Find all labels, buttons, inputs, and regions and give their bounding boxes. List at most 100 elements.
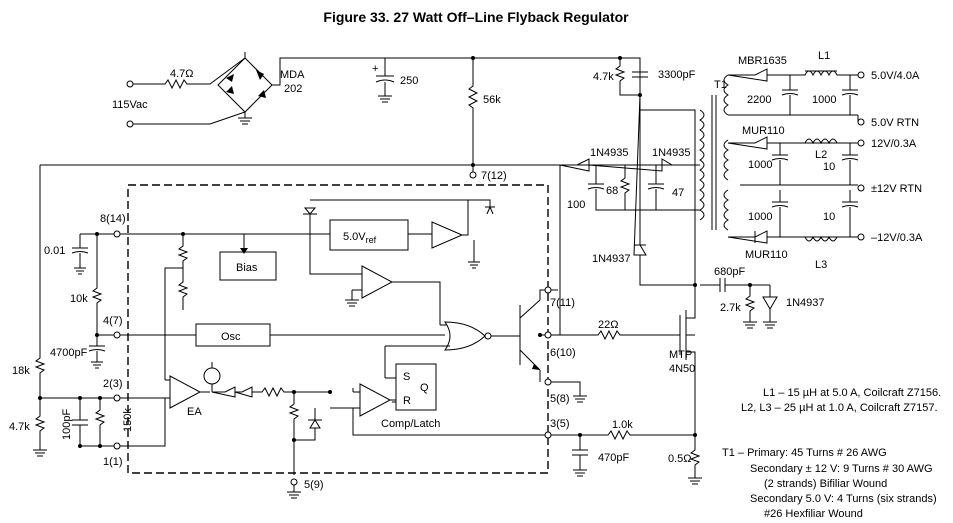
svg-text:+: + xyxy=(372,63,378,75)
vref-label: 5.0Vref xyxy=(343,231,377,245)
pin-6-10: 6(10) xyxy=(550,347,576,359)
svg-text:680pF: 680pF xyxy=(714,266,745,278)
svg-text:4.7k: 4.7k xyxy=(593,71,614,83)
svg-text:22Ω: 22Ω xyxy=(598,319,618,331)
svg-text:1000: 1000 xyxy=(748,211,772,223)
current-comparator xyxy=(330,383,548,436)
svg-text:Q: Q xyxy=(420,382,429,394)
svg-text:Secondary ± 12 V: 9 Turns # 30: Secondary ± 12 V: 9 Turns # 30 AWG xyxy=(750,463,933,475)
pin-8-14: 8(14) xyxy=(100,213,126,225)
svg-text:L1 – 15 µH at 5.0 A, Coilcraft: L1 – 15 µH at 5.0 A, Coilcraft Z7156. xyxy=(763,387,941,399)
bridge-label-2: 202 xyxy=(284,83,302,95)
vref-block: 5.0Vref xyxy=(120,199,495,269)
svg-text:L1: L1 xyxy=(818,50,830,62)
svg-text:68: 68 xyxy=(606,185,618,197)
bulk-capacitor: + 250 xyxy=(372,58,418,103)
svg-text:#26 Hexfiliar Wound: #26 Hexfiliar Wound xyxy=(764,508,863,520)
svg-text:5.0V/4.0A: 5.0V/4.0A xyxy=(871,70,920,82)
pin-3-5: 3(5) xyxy=(550,418,570,430)
svg-text:L2, L3 – 25 µH at 1.0 A, Coilc: L2, L3 – 25 µH at 1.0 A, Coilcraft Z7157… xyxy=(741,402,938,414)
aux-supply: 1N4935 1N4935 100 68 47 xyxy=(559,147,700,211)
figure-title: Figure 33. 27 Watt Off–Line Flyback Regu… xyxy=(323,9,629,25)
svg-text:T1: T1 xyxy=(714,79,727,91)
error-amplifier: EA 5(9) xyxy=(120,362,332,499)
svg-text:10: 10 xyxy=(823,161,835,173)
svg-text:L3: L3 xyxy=(815,259,827,271)
svg-text:150k: 150k xyxy=(122,408,134,432)
svg-text:L2: L2 xyxy=(815,149,827,161)
svg-text:1N4937: 1N4937 xyxy=(786,297,825,309)
oscillator-block: Osc xyxy=(120,323,445,347)
svg-text:1N4935: 1N4935 xyxy=(590,147,629,159)
output-5v: MBR1635 L1 2200 1000 5.0V/4.0A 5.0V RTN xyxy=(727,50,920,129)
transformer-t1: T1 xyxy=(699,74,729,231)
svg-text:MUR110: MUR110 xyxy=(742,125,785,137)
pin-1-1: 1(1) xyxy=(103,456,123,468)
left-externals: 0.01 10k 4700pF 18k 4.7k 100pF 150k xyxy=(9,165,134,457)
svg-text:100: 100 xyxy=(567,199,585,211)
svg-text:±12V RTN: ±12V RTN xyxy=(871,183,922,195)
svg-text:MTP: MTP xyxy=(669,349,692,361)
pin-7-12: 7(12) xyxy=(481,170,507,182)
current-sense: 3(5) 1.0k 470pF 0.5Ω xyxy=(544,418,702,485)
output-neg12v: 1000 10 MUR110 L3 –12V/0.3A xyxy=(727,190,923,271)
power-mosfet: 22Ω MTP 4N50 xyxy=(551,283,697,435)
svg-text:12V/0.3A: 12V/0.3A xyxy=(871,138,917,150)
uvlo-comparator xyxy=(309,234,441,325)
pin-5-8: 5(8) xyxy=(550,393,570,405)
svg-text:10k: 10k xyxy=(70,293,88,305)
pin-7-11: 7(11) xyxy=(550,297,575,309)
osc-label: Osc xyxy=(221,331,241,343)
inductor-notes: L1 – 15 µH at 5.0 A, Coilcraft Z7156. L2… xyxy=(741,387,941,414)
bias-label: Bias xyxy=(236,262,258,274)
transformer-notes: T1 – Primary: 45 Turns # 26 AWG Secondar… xyxy=(722,447,937,520)
logic-output-stage: 7(11) 6(10) 5(8) xyxy=(384,165,587,405)
input-voltage-label: 115Vac xyxy=(112,99,148,111)
svg-text:Secondary 5.0 V: 4 Turns (six: Secondary 5.0 V: 4 Turns (six strands) xyxy=(750,493,937,505)
input-resistor-label: 4.7Ω xyxy=(170,68,194,80)
svg-text:(2 strands) Bifiliar Wound: (2 strands) Bifiliar Wound xyxy=(764,478,887,490)
svg-text:4700pF: 4700pF xyxy=(50,347,88,359)
svg-text:0.01: 0.01 xyxy=(44,245,65,257)
startup-resistor: 56k xyxy=(467,56,501,165)
ea-label: EA xyxy=(187,406,202,418)
primary-side: 4.7k 3300pF 1N4937 680pF 2.7k 1N4937 xyxy=(592,56,825,329)
svg-text:1000: 1000 xyxy=(748,159,772,171)
svg-text:3300pF: 3300pF xyxy=(658,69,696,81)
svg-text:MBR1635: MBR1635 xyxy=(738,55,787,67)
bridge-rectifier: MDA 202 xyxy=(217,52,600,125)
sr-latch: S R Q Comp/Latch xyxy=(381,363,440,430)
svg-text:2.7k: 2.7k xyxy=(720,302,741,314)
svg-text:0.5Ω: 0.5Ω xyxy=(668,453,692,465)
svg-text:S: S xyxy=(403,371,410,383)
pin-2-3: 2(3) xyxy=(103,378,123,390)
comp-latch-label: Comp/Latch xyxy=(381,418,440,430)
svg-text:47: 47 xyxy=(672,187,684,199)
bias-block: Bias xyxy=(219,251,277,281)
ac-input: 4.7Ω 115Vac xyxy=(112,57,246,128)
pin-5-9: 5(9) xyxy=(304,479,324,491)
svg-text:18k: 18k xyxy=(12,365,30,377)
svg-text:T1 – Primary: 45 Turns # 26 AW: T1 – Primary: 45 Turns # 26 AWG xyxy=(722,447,887,459)
pin-4-7: 4(7) xyxy=(103,315,123,327)
svg-text:1.0k: 1.0k xyxy=(612,419,633,431)
svg-text:–12V/0.3A: –12V/0.3A xyxy=(871,232,923,244)
svg-text:100pF: 100pF xyxy=(61,409,73,440)
svg-text:R: R xyxy=(403,395,411,407)
controller-ic-box xyxy=(127,184,549,474)
startup-res-label: 56k xyxy=(483,94,501,106)
svg-text:470pF: 470pF xyxy=(598,452,629,464)
bulk-cap-label: 250 xyxy=(400,75,418,87)
output-12v: MUR110 1000 L2 10 12V/0.3A ±12V RTN xyxy=(727,125,922,195)
svg-text:2200: 2200 xyxy=(747,94,771,106)
svg-text:10: 10 xyxy=(823,211,835,223)
svg-text:MUR110: MUR110 xyxy=(745,249,788,261)
bridge-label-1: MDA xyxy=(280,69,305,81)
svg-text:1N4937: 1N4937 xyxy=(592,253,631,265)
svg-text:1N4935: 1N4935 xyxy=(652,147,691,159)
svg-text:1000: 1000 xyxy=(812,94,836,106)
svg-text:5.0V RTN: 5.0V RTN xyxy=(871,117,919,129)
svg-text:4N50: 4N50 xyxy=(669,363,695,375)
